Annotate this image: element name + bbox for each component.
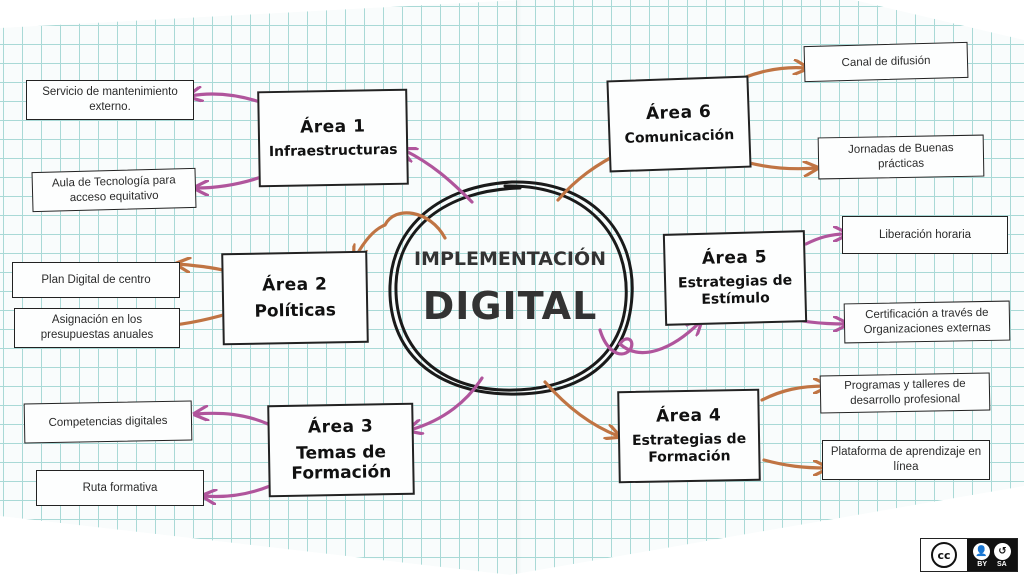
- center-title-line1: IMPLEMENTACIÓN: [413, 248, 607, 270]
- paper-corner-top-left: [0, 0, 520, 28]
- cc-terms-panel: 👤 ↺ BY SA: [967, 539, 1017, 571]
- paper-corner-top-right: [854, 0, 1024, 40]
- cc-by-label: BY: [977, 560, 987, 568]
- cc-by-sa-license-badge[interactable]: cc 👤 ↺ BY SA: [920, 538, 1018, 572]
- area2-box: Área 2 Políticas: [221, 250, 369, 346]
- area5-title: Área 5: [701, 247, 768, 270]
- arrow-area3-item1: [196, 413, 270, 426]
- arrow-area5-item1: [804, 234, 846, 246]
- area4-subtitle: Estrategias de Formación: [631, 431, 747, 466]
- area5-subtitle: Estrategias de Estímulo: [677, 272, 793, 308]
- paper-corner-bottom-left: [0, 516, 520, 576]
- arrow-center-to-area3: [410, 376, 484, 430]
- area6-item-2: Jornadas de Buenas prácticas: [817, 134, 985, 180]
- area5-item-2: Certificación a través de Organizaciones…: [843, 300, 1011, 344]
- arrow-area3-item2: [204, 484, 272, 497]
- cc-sa-label: SA: [997, 560, 1007, 568]
- area2-item-1: Plan Digital de centro: [12, 262, 180, 298]
- attribution-icon: 👤: [973, 542, 990, 560]
- center-circle-stroke-2: [394, 184, 628, 392]
- area3-item-1: Competencias digitales: [23, 400, 193, 444]
- arrow-center-to-area1: [404, 150, 474, 204]
- area3-title: Área 3: [307, 416, 374, 438]
- cc-logo-panel: cc: [921, 539, 967, 571]
- area1-subtitle: Infraestructuras: [268, 141, 398, 160]
- center-title-line2: DIGITAL: [422, 284, 598, 328]
- center-circle-stroke-1: [388, 180, 634, 396]
- share-alike-icon: ↺: [994, 542, 1011, 560]
- area2-title: Área 2: [261, 274, 328, 296]
- area4-title: Área 4: [655, 405, 722, 427]
- arrow-center-to-area2: [355, 211, 447, 258]
- area3-subtitle: Temas de Formación: [291, 441, 392, 484]
- area3-item-2: Ruta formativa: [36, 470, 204, 506]
- area1-item-2: Aula de Tecnología para acceso equitativ…: [31, 167, 197, 213]
- area2-item-2: Asignación en los presupuestas anuales: [14, 308, 180, 348]
- area5-box: Área 5 Estrategias de Estímulo: [662, 230, 808, 326]
- area6-title: Área 6: [645, 101, 712, 124]
- area1-item-1: Servicio de mantenimiento externo.: [26, 80, 194, 120]
- area4-item-1: Programas y talleres de desarrollo profe…: [819, 372, 991, 414]
- arrow-area1-item1: [190, 94, 262, 104]
- area2-subtitle: Políticas: [254, 300, 337, 322]
- arrow-area4-item1: [760, 386, 826, 402]
- area6-subtitle: Comunicación: [624, 126, 735, 147]
- area6-box: Área 6 Comunicación: [606, 75, 752, 173]
- area1-box: Área 1 Infraestructuras: [257, 88, 409, 188]
- page-fold: [516, 0, 522, 576]
- arrow-center-to-area4: [543, 380, 618, 436]
- area3-box: Área 3 Temas de Formación: [267, 402, 415, 498]
- area4-box: Área 4 Estrategias de Formación: [617, 388, 761, 484]
- area5-item-1: Liberación horaria: [842, 216, 1008, 254]
- creative-commons-icon: cc: [931, 542, 957, 568]
- arrow-area4-item2: [762, 458, 826, 468]
- area6-item-1: Canal de difusión: [803, 41, 969, 83]
- arrow-center-to-area5: [598, 322, 700, 356]
- area4-item-2: Plataforma de aprendizaje en línea: [822, 440, 990, 480]
- area1-title: Área 1: [299, 116, 366, 138]
